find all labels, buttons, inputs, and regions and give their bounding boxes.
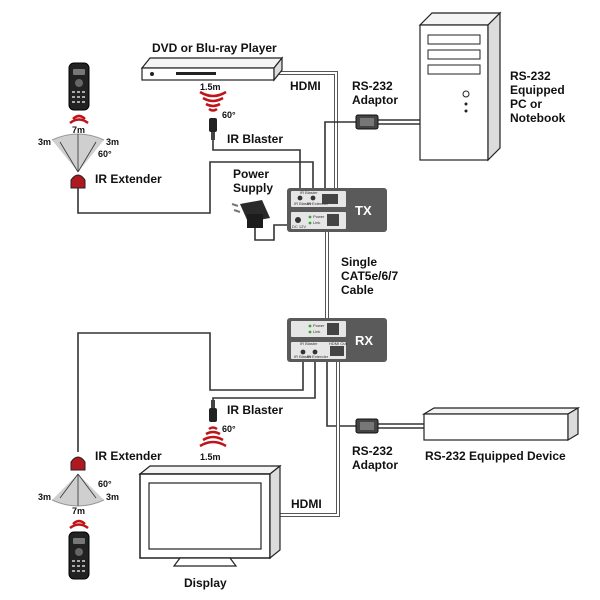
display-monitor (138, 464, 282, 567)
ir-extender-top-right: 3m (106, 137, 119, 147)
ir-extender-bottom-label: IR Extender (95, 449, 162, 463)
rx-unit-label: RX (355, 333, 373, 348)
ir-signal-top (69, 114, 89, 125)
ir-blaster-top (198, 90, 228, 140)
rx-hdmi: HDMI Out (329, 341, 348, 346)
hdmi-label-bottom: HDMI (291, 497, 322, 511)
tx-unit-label: TX (355, 203, 372, 218)
ir-extender-top-cable (77, 161, 314, 214)
hdmi-cable-bottom-core (275, 358, 339, 516)
ir-blaster-bottom (199, 400, 227, 448)
ir-blaster-bottom-label: IR Blaster (227, 403, 283, 417)
rs232-adaptor-bottom (355, 418, 379, 434)
hdmi-cable-bottom (275, 358, 340, 517)
remote-control-bottom (68, 531, 90, 580)
pc-tower (418, 11, 502, 162)
remote-control-top (68, 62, 90, 111)
pc-label-line-2: Equipped (510, 83, 565, 97)
rs232-adaptor-top-label-2: Adaptor (352, 93, 398, 107)
cat-cable-label-2: CAT5e/6/7 (341, 269, 398, 283)
tx-led-1: Power (313, 214, 325, 219)
cat-cable-label-3: Cable (341, 283, 374, 297)
rx-ir-header: IR Blaster (300, 341, 318, 346)
ir-extender-bottom-left: 3m (38, 492, 51, 502)
ir-signal-bottom (69, 519, 89, 530)
ir-extender-bottom-coverage (51, 473, 105, 507)
rs232-device (421, 406, 581, 442)
cat-cable-label-1: Single (341, 255, 377, 269)
dvd-player-label: DVD or Blu-ray Player (152, 41, 277, 55)
ir-blaster-top-angle: 60° (222, 110, 236, 120)
ir-blaster-bottom-angle: 60° (222, 424, 236, 434)
power-cable (254, 224, 296, 241)
rs232-adaptor-top-label-1: RS-232 (352, 79, 393, 93)
tx-dc: DC 12V (292, 224, 306, 229)
ir-extender-bottom-receiver (70, 456, 86, 471)
rs232-device-label: RS-232 Equipped Device (425, 449, 566, 463)
rx-unit (287, 318, 387, 362)
ir-extender-bottom-cable (77, 332, 304, 452)
rx-led-2: Link (313, 329, 320, 334)
ir-blaster-top-label: IR Blaster (227, 132, 283, 146)
ir-extender-top-label: IR Extender (95, 172, 162, 186)
ir-extender-top-angle: 60° (98, 149, 112, 159)
rx-port-1: IR Blaster (294, 354, 312, 359)
tx-port-1: IR Blaster (294, 201, 312, 206)
power-adapter (231, 200, 270, 228)
ir-blaster-top-distance: 1.5m (200, 82, 221, 92)
ir-extender-bottom-front: 7m (72, 506, 85, 516)
ir-blaster-bottom-distance: 1.5m (200, 452, 221, 462)
display-label: Display (184, 576, 227, 590)
tx-unit (287, 188, 387, 232)
power-supply-label-1: Power (233, 167, 269, 181)
hdmi-label-top: HDMI (290, 79, 321, 93)
power-supply-label-2: Supply (233, 181, 273, 195)
rs232-top-cable (324, 121, 356, 190)
rs232-adaptor-bottom-label-1: RS-232 (352, 444, 393, 458)
ir-extender-bottom-angle: 60° (98, 479, 112, 489)
ir-blaster-top-cable (212, 140, 301, 190)
tx-port-2: IR Extender (307, 201, 329, 206)
rx-led-1: Power (313, 323, 325, 328)
pc-label-line-1: RS-232 (510, 69, 551, 83)
ir-extender-top-coverage (51, 133, 105, 173)
ir-extender-top-receiver (70, 174, 86, 189)
pc-label-line-4: Notebook (510, 111, 566, 125)
ir-extender-top-front: 7m (72, 125, 85, 135)
ir-extender-bottom-right: 3m (106, 492, 119, 502)
rs232-adaptor-top (355, 114, 379, 130)
tx-led-2: Link (313, 220, 320, 225)
dvd-player (140, 56, 284, 82)
rs232-bottom-cable (326, 360, 356, 427)
tx-ir-header: IR Blaster (300, 190, 318, 195)
ir-extender-top-left: 3m (38, 137, 51, 147)
hdmi-cable-top-core (278, 72, 337, 188)
ir-blaster-bottom-cable (212, 360, 316, 408)
rs232-adaptor-bottom-label-2: Adaptor (352, 458, 398, 472)
rx-port-2: IR Extender (307, 354, 329, 359)
pc-label-line-3: PC or (510, 97, 542, 111)
